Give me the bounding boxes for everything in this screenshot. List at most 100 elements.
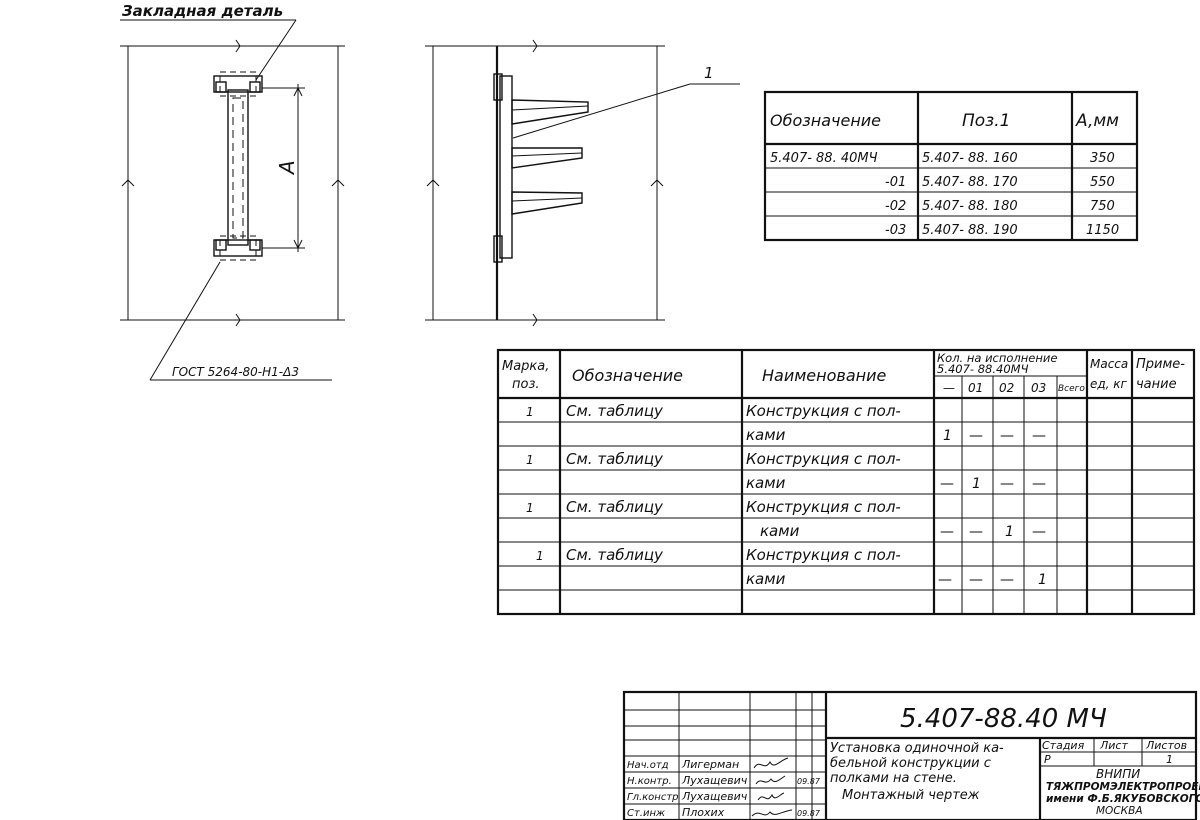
spec-cell-qty: —: [938, 572, 952, 588]
spec-header-mass-2: ед, кг: [1090, 377, 1128, 391]
position-callout: 1: [704, 64, 714, 82]
signature-role: Н.контр.: [627, 776, 672, 787]
spec-cell-designation: См. таблицу: [566, 498, 664, 516]
spec-cell-name: Конструкция с пол-: [746, 450, 901, 468]
spec-header-name: Наименование: [762, 366, 886, 385]
spec-cell-qty: 1: [1038, 572, 1047, 588]
spec-header-qty-col: 01: [968, 381, 983, 395]
spec-cell-qty: —: [1000, 572, 1014, 588]
signature-role: Ст.инж: [627, 808, 665, 819]
title-line: Установка одиночной ка-: [830, 741, 1004, 756]
signature-scribble: [755, 775, 786, 785]
spec-header-note-2: чание: [1136, 377, 1177, 392]
spec-row: 1 См. таблицу Конструкция с пол-: [526, 450, 901, 468]
spec-header-qty-col: —: [943, 381, 955, 395]
spec-cell-designation: См. таблицу: [566, 546, 664, 564]
spec-cell-qty: —: [940, 476, 954, 492]
organization-line: ТЯЖПРОМЭЛЕКТРОПРОЕКТ: [1046, 781, 1200, 793]
document-code: 5.407-88.40 МЧ: [900, 704, 1107, 734]
spec-cell-qty: —: [1000, 476, 1014, 492]
spec-cell-designation: См. таблицу: [566, 402, 664, 420]
signature-name: Лухащевич: [681, 774, 748, 787]
variants-header-pos: Поз.1: [962, 111, 1010, 131]
variants-header-designation: Обозначение: [770, 111, 881, 130]
title-block: 5.407-88.40 МЧ Установка одиночной ка- б…: [622, 690, 1200, 820]
signature-role: Нач.отд: [627, 760, 669, 771]
spec-cell-qty: —: [940, 524, 954, 540]
spec-cell-mark: 1: [526, 501, 534, 515]
signature-date: 09.87: [797, 777, 821, 786]
sheets-value: 1: [1166, 753, 1173, 766]
variants-cell: 350: [1090, 151, 1115, 166]
spec-cell-mark: 1: [536, 549, 544, 563]
sheet-label: Лист: [1099, 739, 1128, 752]
spec-header-qty-col: 03: [1031, 381, 1046, 395]
spec-cell-name: ками: [746, 426, 786, 444]
spec-cell-qty: —: [969, 572, 983, 588]
spec-cell-name: ками: [746, 474, 786, 492]
spec-row: ками — 1 — —: [746, 474, 1046, 492]
signature-scribble: [753, 757, 789, 769]
spec-cell-qty: —: [1032, 524, 1046, 540]
spec-row: 1 См. таблицу Конструкция с пол-: [536, 546, 901, 564]
spec-cell-qty: 1: [1005, 524, 1014, 540]
spec-cell-mark: 1: [526, 405, 534, 419]
spec-header-qty-1: Кол. на исполнение: [937, 351, 1057, 365]
bolt-standard-label: ГОСТ 5264-80-Н1-Δ3: [172, 365, 299, 379]
signature-scribble: [757, 792, 785, 801]
spec-header-note-1: Приме-: [1136, 357, 1185, 372]
front-view: A Закладная деталь ГОСТ 5264-80-Н1-Δ3: [120, 2, 345, 381]
variants-cell: 550: [1090, 175, 1115, 190]
variants-header-a: A,мм: [1075, 111, 1119, 131]
organization-line: ВНИПИ: [1096, 767, 1140, 781]
spec-header-mass-1: Масса: [1090, 357, 1128, 371]
spec-cell-qty: —: [1032, 476, 1046, 492]
title-line: полками на стене.: [830, 771, 957, 786]
spec-cell-mark: 1: [526, 453, 534, 467]
title-line: Монтажный чертеж: [842, 788, 980, 803]
spec-row: 1 См. таблицу Конструкция с пол-: [526, 498, 901, 516]
variants-cell: 750: [1090, 199, 1115, 214]
spec-cell-name: ками: [746, 570, 786, 588]
spec-row: ками — — — 1: [746, 570, 1047, 588]
spec-header-mark-2: поз.: [512, 377, 540, 392]
signature-name: Плохих: [682, 806, 725, 819]
spec-header-qty-2: 5.407- 88.40МЧ: [937, 362, 1029, 376]
spec-cell-name: Конструкция с пол-: [746, 402, 901, 420]
title-line: бельной конструкции с: [830, 756, 991, 771]
dimension-label: A: [275, 160, 299, 176]
variants-cell: 5.407- 88. 180: [922, 199, 1018, 214]
signature-scribble: [751, 809, 793, 817]
spec-cell-name: Конструкция с пол-: [746, 498, 901, 516]
spec-table: Марка, поз. Обозначение Наименование Кол…: [496, 348, 1196, 616]
variants-cell: -01: [885, 175, 906, 190]
spec-cell-qty: —: [969, 524, 983, 540]
spec-cell-qty: 1: [972, 476, 981, 492]
signature-name: Лухащевич: [681, 790, 748, 803]
signature-role: Гл.констр: [627, 792, 679, 803]
signature-date: 09.87: [797, 809, 821, 818]
variants-cell: 5.407- 88. 40МЧ: [770, 151, 878, 166]
spec-cell-designation: См. таблицу: [566, 450, 664, 468]
variants-cell: 5.407- 88. 160: [922, 151, 1018, 166]
variants-cell: -02: [885, 199, 906, 214]
spec-header-mark-1: Марка,: [502, 359, 549, 374]
spec-header-qty-col: Всего: [1058, 384, 1085, 394]
spec-header-qty-col: 02: [999, 381, 1014, 395]
signature-name: Лигерман: [681, 758, 739, 771]
side-view: 1: [425, 39, 740, 327]
spec-cell-qty: 1: [943, 428, 952, 444]
variants-cell: 5.407- 88. 190: [922, 223, 1018, 238]
spec-cell-qty: —: [969, 428, 983, 444]
stage-label: Стадия: [1042, 739, 1085, 752]
spec-row: ками — — 1 —: [760, 522, 1046, 540]
spec-cell-qty: —: [1000, 428, 1014, 444]
variants-cell: 5.407- 88. 170: [922, 175, 1018, 190]
sheets-label: Листов: [1145, 739, 1187, 752]
variants-cell: -03: [885, 223, 906, 238]
organization-line: МОСКВА: [1096, 805, 1143, 817]
stage-value: Р: [1044, 753, 1051, 766]
variants-table: Обозначение Поз.1 A,мм 5.407- 88. 40МЧ 5…: [763, 90, 1139, 242]
spec-row: 1 См. таблицу Конструкция с пол-: [526, 402, 901, 420]
